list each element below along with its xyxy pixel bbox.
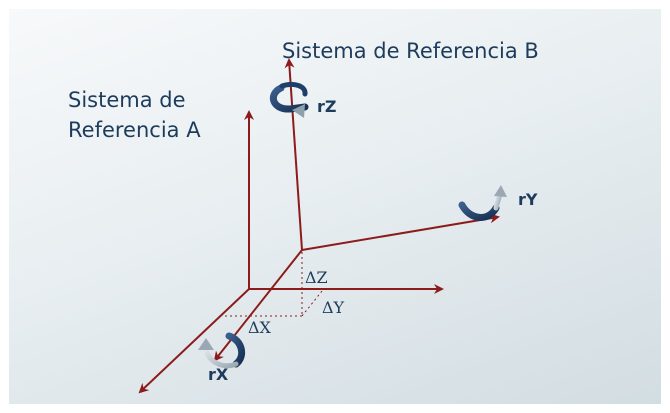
delta-x-label: ΔX bbox=[248, 318, 272, 337]
system-b-label: Sistema de Referencia B bbox=[282, 39, 539, 63]
system-a-axes bbox=[138, 110, 444, 394]
delta-y-label: ΔY bbox=[322, 298, 345, 317]
rotation-ry-label: rY bbox=[518, 190, 538, 209]
diagram-background bbox=[9, 9, 661, 404]
system-b-z-axis bbox=[284, 58, 303, 251]
rotation-rz-label: rZ bbox=[317, 97, 337, 116]
system-a-x-axis bbox=[138, 288, 250, 394]
guide-dy bbox=[301, 290, 323, 317]
displacement-guides bbox=[222, 252, 323, 317]
system-a-label-line1: Sistema de bbox=[68, 88, 186, 112]
system-b-x-axis bbox=[213, 249, 303, 362]
delta-z-label: ΔZ bbox=[305, 268, 328, 287]
rotation-rz-icon bbox=[269, 81, 309, 118]
system-b-y-axis bbox=[301, 213, 500, 251]
system-a-label-line2: Referencia A bbox=[68, 118, 201, 142]
rotation-rx-icon bbox=[198, 332, 246, 369]
rotation-ry-icon bbox=[458, 185, 507, 221]
rotation-rx-label: rX bbox=[208, 365, 229, 384]
system-b-axes bbox=[213, 58, 500, 362]
